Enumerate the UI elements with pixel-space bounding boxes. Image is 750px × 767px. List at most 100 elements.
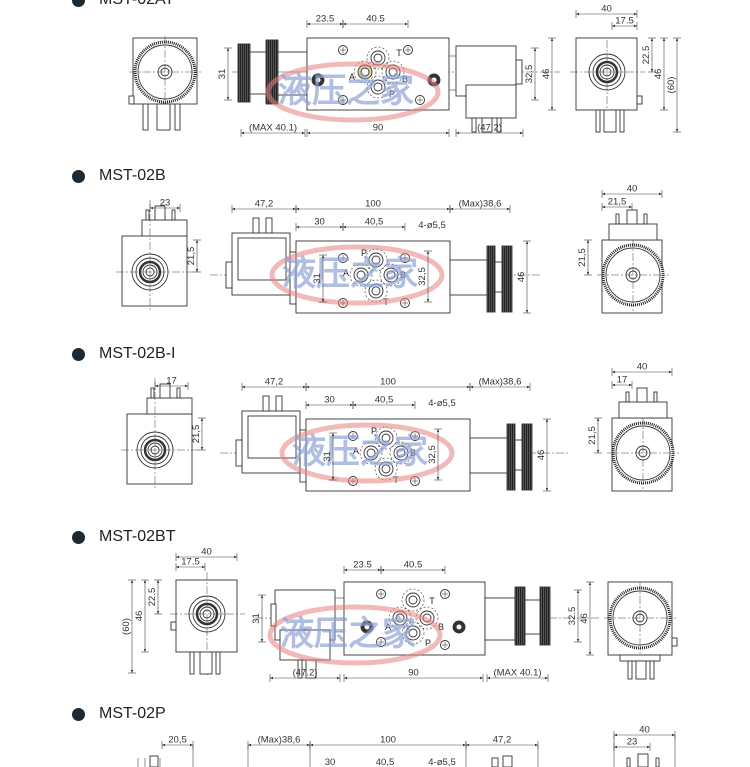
dimension-label: 46: [134, 611, 145, 622]
port-bore: [371, 286, 381, 296]
port-ring: [388, 606, 412, 630]
dimension-label: 40: [637, 362, 648, 373]
knurled-knob: [539, 586, 551, 646]
knurled-knob: [237, 43, 251, 103]
dimension-label: 47,2: [265, 377, 284, 388]
port-label-a: A: [343, 268, 349, 278]
dimension-label: (Max)38,6: [258, 735, 301, 746]
dimension-label: (47.2): [293, 668, 318, 679]
port-label-b: B: [400, 270, 406, 280]
port-bore: [395, 613, 405, 623]
dimension-label: 30: [314, 217, 325, 228]
dimension-label: (Max)38,6: [459, 199, 502, 210]
pin: [174, 103, 181, 131]
bullet-icon: [72, 169, 85, 183]
bullet-icon: [72, 0, 85, 7]
connector: [156, 103, 171, 131]
coil-window: [237, 237, 287, 281]
tab: [170, 621, 177, 631]
pin: [215, 651, 221, 675]
pin: [643, 213, 648, 225]
port-bore: [371, 255, 381, 265]
dimension-label: 40: [201, 547, 212, 558]
pin: [149, 755, 159, 767]
pin: [262, 395, 270, 412]
watermark-swoosh: [269, 244, 445, 306]
watermark-logo: 液压之家: [292, 432, 428, 472]
dimension-label: 23.5: [353, 560, 372, 571]
dimension-label-hole: 4-ø5,5: [428, 398, 455, 409]
watermark-swoosh: [267, 604, 443, 666]
dimension-label: 46: [536, 450, 547, 461]
pin: [649, 660, 655, 680]
port-bore: [360, 67, 370, 77]
dimension-label: (60): [121, 618, 132, 635]
connector: [199, 651, 213, 675]
spring-cap: [469, 437, 511, 474]
dimension-label: 31: [312, 273, 323, 284]
base: [619, 654, 661, 662]
watermark-logo: 液压之家: [278, 71, 414, 111]
section-title-text: MST-02BT: [99, 528, 176, 545]
connector: [603, 109, 617, 133]
pin: [491, 757, 499, 767]
pin: [252, 217, 260, 234]
dimension-label: 31: [322, 451, 333, 462]
coil-window: [247, 415, 297, 459]
dimension-label: 90: [373, 123, 384, 134]
pin: [265, 217, 273, 234]
port-bore: [373, 82, 383, 92]
knurled-knob: [514, 586, 526, 646]
section-title-text: MST-02B: [99, 167, 166, 184]
port-ring: [374, 426, 398, 450]
port-bore: [396, 448, 406, 458]
spring-cap: [449, 259, 491, 296]
port-label-a: A: [353, 446, 359, 456]
dimension-label: 23.5: [316, 14, 335, 25]
dimension-label: 40.5: [366, 14, 385, 25]
pin: [653, 391, 658, 403]
spindle: [514, 439, 523, 471]
port-label-a: A: [385, 622, 391, 632]
bullet-icon: [72, 707, 85, 721]
spring-cap: [484, 597, 516, 641]
dimension-label: 100: [365, 199, 381, 210]
pin: [150, 387, 155, 399]
section-title-text: MST-02AT: [99, 0, 174, 9]
dimension-label: 40.5: [404, 560, 423, 571]
pin: [171, 209, 176, 221]
dimension-label: 46: [516, 272, 527, 283]
connector-box: [608, 223, 658, 241]
watermark-swoosh: [265, 61, 441, 123]
dimension-label: 40,5: [376, 757, 395, 767]
dimension-label: 32.5: [567, 607, 578, 626]
pin: [595, 109, 601, 133]
dimension-label: 17.5: [181, 557, 200, 568]
dimension-label: (MAX 40.1): [249, 123, 297, 134]
dimension-label: 90: [408, 668, 419, 679]
port-label-p: P: [371, 426, 377, 436]
dimension-label: 17: [166, 376, 177, 387]
pin: [635, 660, 647, 680]
port-bore: [366, 448, 376, 458]
tab: [636, 95, 643, 105]
dimension-label: 47,2: [493, 735, 512, 746]
solenoid-connector: [465, 84, 517, 119]
dimension-label: (47.2): [477, 123, 502, 134]
port-bore: [386, 270, 396, 280]
pin: [159, 383, 171, 399]
port-ring: [401, 588, 425, 612]
dimension-label: 40,5: [365, 217, 384, 228]
dimension-label: 40: [627, 184, 638, 195]
connector-box: [146, 397, 193, 415]
dimension-label-hole: 4-ø5,5: [418, 220, 445, 231]
section-title-mst-02at: MST-02AT: [72, 0, 174, 9]
dimension-label: 40: [639, 725, 650, 736]
pin: [154, 205, 166, 221]
port-bore: [373, 53, 383, 63]
pin: [142, 103, 149, 131]
port-ring: [353, 60, 377, 84]
spindle: [249, 51, 267, 95]
pin: [275, 395, 283, 412]
